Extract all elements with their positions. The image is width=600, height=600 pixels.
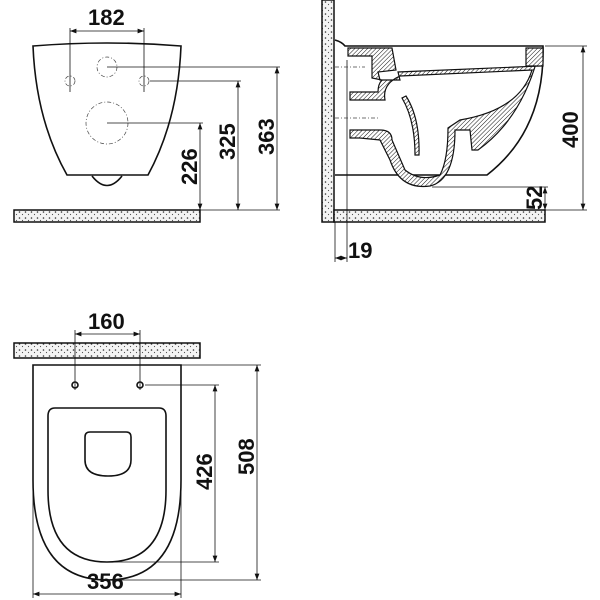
dim-508: 508 <box>234 438 259 475</box>
outlet-tab <box>91 175 123 187</box>
dim-182: 182 <box>88 5 125 30</box>
top-view: 160 426 508 356 <box>13 309 261 598</box>
floor-section <box>333 209 546 223</box>
trapway-wall <box>401 95 420 156</box>
dim-226: 226 <box>177 148 202 185</box>
dim-52: 52 <box>522 186 547 210</box>
dim-19: 19 <box>348 238 372 263</box>
wall-section <box>321 0 335 223</box>
dim-160: 160 <box>88 309 125 334</box>
seat-outline <box>47 407 167 563</box>
bowl-front-outline <box>32 42 182 176</box>
top-dimension-lines <box>32 330 261 598</box>
front-dimension-lines <box>69 28 280 211</box>
bowl-section-hatched <box>347 47 541 188</box>
bolt-hole-left <box>64 75 76 87</box>
bolt-hole-right <box>138 75 150 87</box>
dim-325: 325 <box>215 123 240 160</box>
wall-strip-top <box>13 342 201 359</box>
dim-363: 363 <box>254 118 279 155</box>
floor-wall-strip <box>13 209 201 223</box>
rim-section <box>525 47 544 67</box>
bowl-opening <box>84 431 132 477</box>
dim-400: 400 <box>558 111 583 148</box>
bowl-top-outline <box>32 364 182 581</box>
dim-356: 356 <box>87 569 124 594</box>
dim-426: 426 <box>192 453 217 490</box>
side-dimension-lines <box>334 45 587 262</box>
front-view: 182 226 325 363 <box>13 5 280 223</box>
side-view: 400 52 19 <box>321 0 587 263</box>
